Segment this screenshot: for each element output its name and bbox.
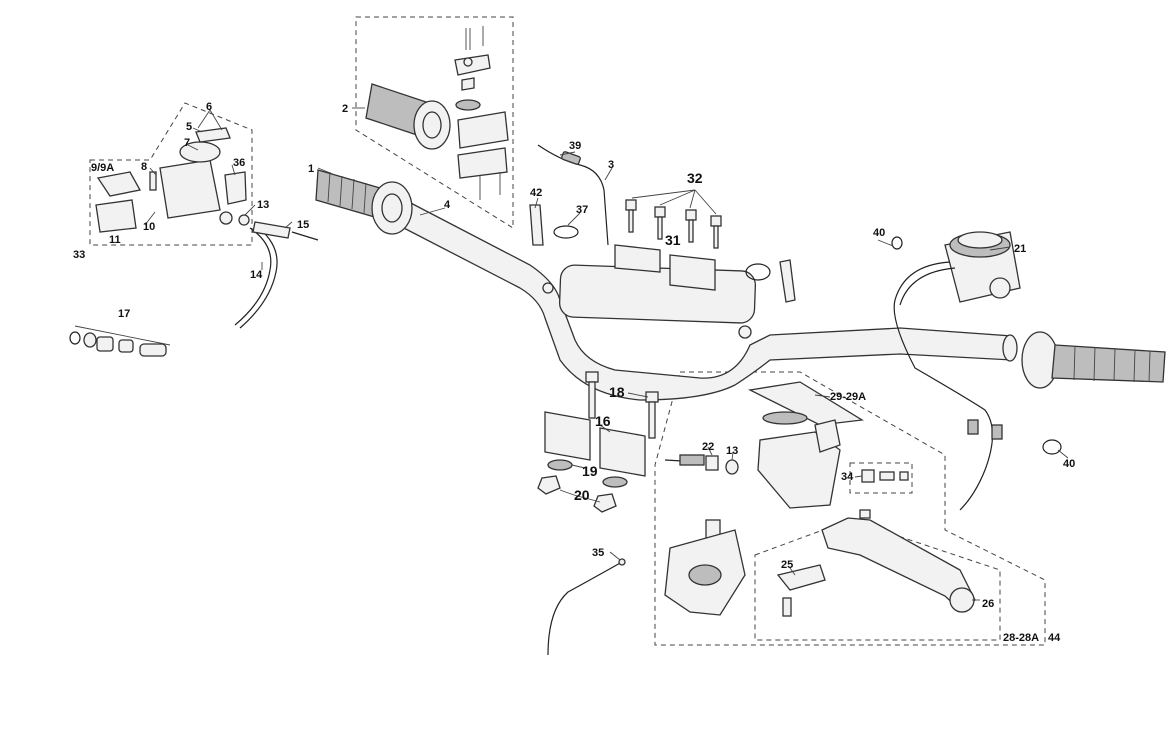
label-28-28a: 28-28A bbox=[1003, 632, 1039, 644]
label-11: 11 bbox=[109, 234, 121, 246]
leader-lines bbox=[144, 107, 1069, 601]
label-18: 18 bbox=[609, 384, 625, 400]
cable-35 bbox=[547, 561, 623, 656]
label-13-left: 13 bbox=[257, 199, 269, 211]
left-switch-assembly bbox=[95, 127, 250, 233]
label-31: 31 bbox=[665, 232, 681, 248]
label-5: 5 bbox=[186, 121, 192, 133]
label-6: 6 bbox=[206, 101, 212, 113]
clutch-hose bbox=[234, 221, 319, 329]
label-21: 21 bbox=[1014, 243, 1026, 255]
label-7: 7 bbox=[184, 137, 190, 149]
clutch-slave bbox=[664, 519, 746, 616]
label-35: 35 bbox=[592, 547, 604, 559]
throttle-cable bbox=[537, 144, 609, 246]
small-clips bbox=[529, 204, 1062, 455]
label-33: 33 bbox=[73, 249, 85, 261]
handlebar bbox=[397, 199, 1018, 401]
label-3: 3 bbox=[608, 159, 614, 171]
bushing-set bbox=[69, 325, 171, 357]
label-22: 22 bbox=[702, 441, 714, 453]
label-14: 14 bbox=[250, 269, 263, 281]
label-37: 37 bbox=[576, 204, 588, 216]
label-39: 39 bbox=[569, 140, 581, 152]
label-1: 1 bbox=[308, 163, 314, 175]
label-13-right: 13 bbox=[726, 445, 738, 457]
callout-labels: 1 2 3 4 5 6 7 8 9/9A 10 11 13 13 14 15 1… bbox=[73, 101, 1075, 644]
label-15: 15 bbox=[297, 219, 309, 231]
lower-clamp-assembly bbox=[537, 371, 659, 513]
label-34: 34 bbox=[841, 471, 854, 483]
label-4: 4 bbox=[444, 199, 451, 211]
clamp-bolts bbox=[625, 189, 722, 249]
brake-lever bbox=[776, 509, 976, 617]
label-29-29a: 29-29A bbox=[830, 391, 866, 403]
handlebar-crossbar-pad bbox=[558, 264, 757, 324]
left-switch-group-box bbox=[89, 102, 253, 246]
label-25: 25 bbox=[781, 559, 793, 571]
right-grip bbox=[1021, 331, 1166, 389]
label-10: 10 bbox=[143, 221, 155, 233]
clamp-kit-box bbox=[849, 462, 913, 494]
label-36: 36 bbox=[233, 157, 245, 169]
label-2: 2 bbox=[342, 103, 348, 115]
label-16: 16 bbox=[595, 413, 611, 429]
label-42: 42 bbox=[530, 187, 542, 199]
master-cylinder-group-box bbox=[654, 371, 1046, 646]
right-switch bbox=[893, 231, 1021, 511]
label-9-9a: 9/9A bbox=[91, 162, 114, 174]
label-19: 19 bbox=[582, 463, 598, 479]
label-26: 26 bbox=[982, 598, 994, 610]
label-8: 8 bbox=[141, 161, 147, 173]
left-grip bbox=[315, 169, 413, 235]
label-40-top: 40 bbox=[873, 227, 885, 239]
label-40-bottom: 40 bbox=[1063, 458, 1075, 470]
label-44: 44 bbox=[1048, 632, 1061, 644]
clamps-upper bbox=[614, 244, 716, 291]
master-cylinder-assembly bbox=[664, 381, 909, 509]
label-32: 32 bbox=[687, 170, 703, 186]
label-17: 17 bbox=[118, 308, 130, 320]
throttle-assembly bbox=[365, 26, 509, 200]
label-20: 20 bbox=[574, 487, 590, 503]
